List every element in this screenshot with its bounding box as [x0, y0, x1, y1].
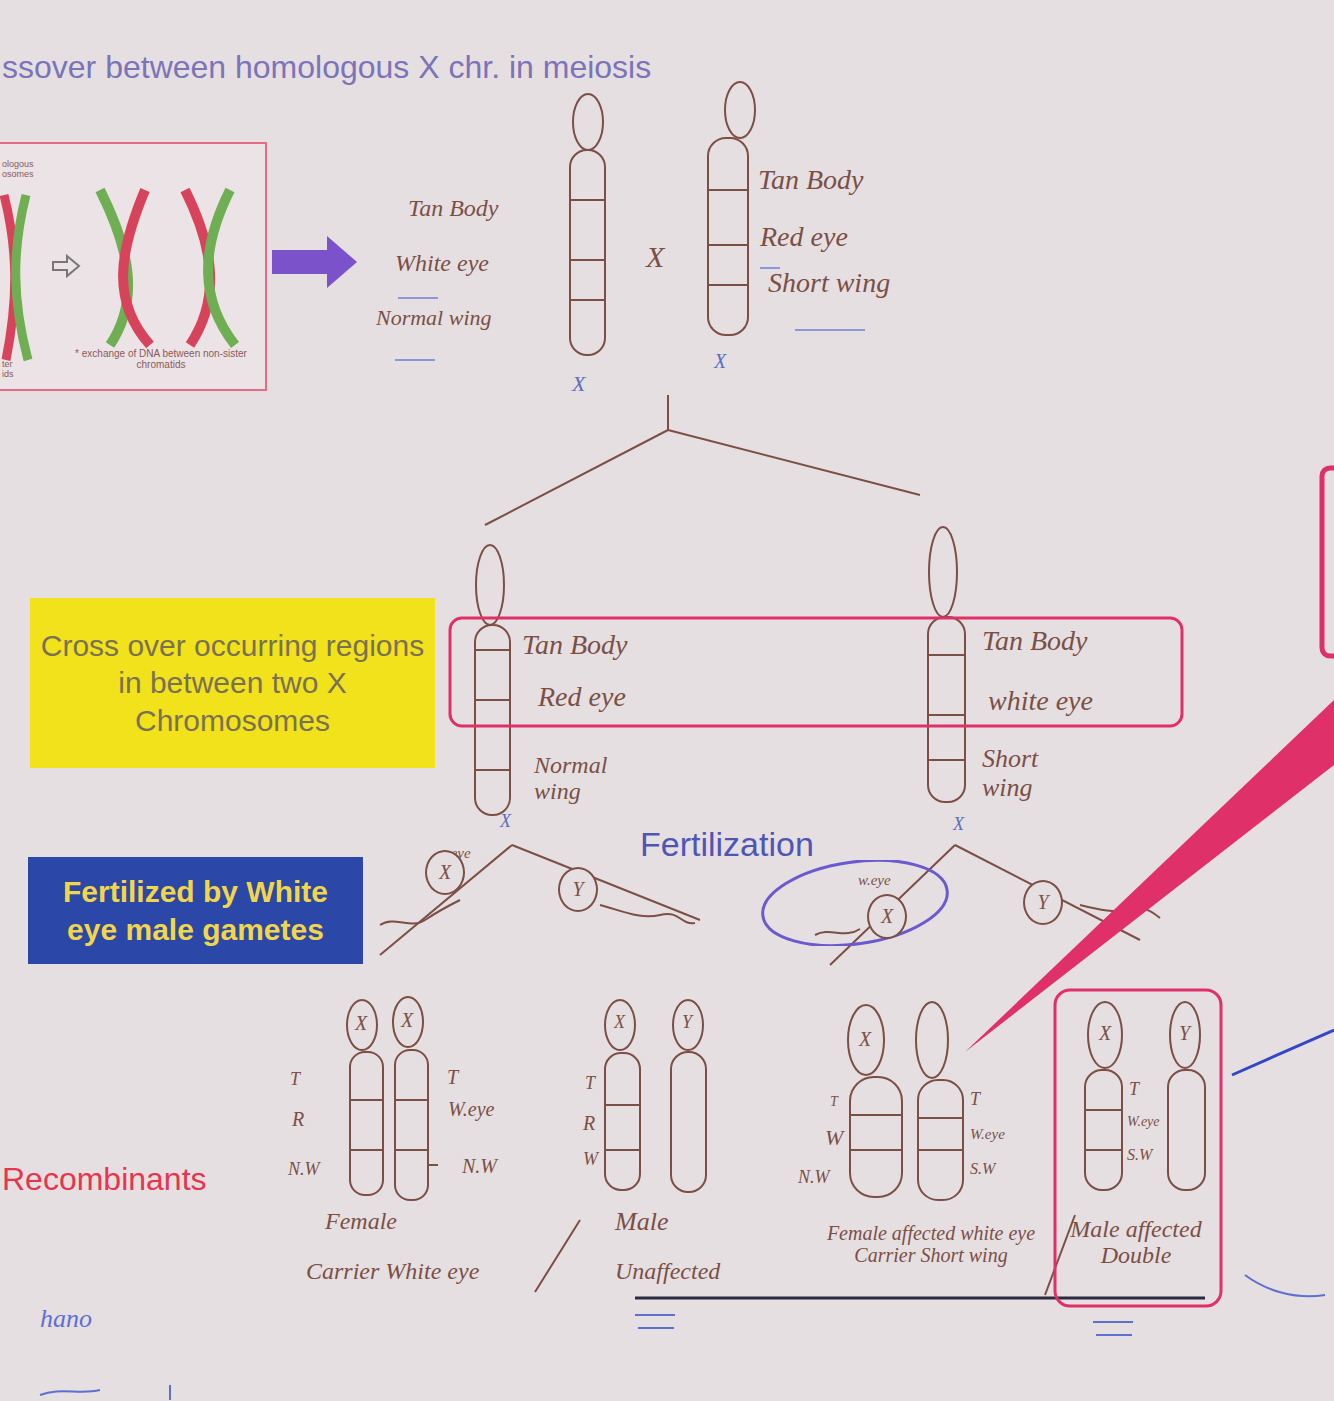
- label: Red eye: [538, 682, 626, 713]
- label: Short wing: [768, 268, 890, 299]
- note-box: Fertilized by White eye male gametes: [28, 857, 363, 964]
- label: Red eye: [760, 222, 848, 253]
- label: Fertilization: [640, 826, 814, 863]
- node-text: X: [881, 905, 893, 928]
- gamete-circle: Y: [558, 867, 598, 912]
- label: Short wing: [982, 745, 1082, 802]
- label: X: [953, 815, 964, 835]
- label: hano: [40, 1305, 92, 1334]
- node-text: Y: [1179, 1022, 1190, 1044]
- label: White eye: [395, 250, 489, 276]
- node-text: X: [1099, 1022, 1111, 1044]
- label: R: [583, 1112, 595, 1134]
- label: N.W: [462, 1155, 497, 1177]
- label: X: [355, 1012, 367, 1034]
- label: W: [583, 1150, 598, 1170]
- label: N.W: [798, 1168, 830, 1188]
- node-text: Cross over occurring regions in between …: [40, 627, 425, 740]
- label: X: [572, 372, 585, 396]
- label: W.eye: [448, 1098, 494, 1120]
- node-text: W.eye: [1127, 1114, 1160, 1129]
- outline: [760, 860, 950, 946]
- label: Male: [615, 1208, 668, 1237]
- label: Tan Body: [522, 630, 628, 661]
- label: X: [614, 1013, 625, 1033]
- label: T: [970, 1090, 980, 1110]
- label: ologous osomes: [2, 160, 47, 180]
- node-text: w.eye: [858, 872, 891, 889]
- label: X: [714, 350, 726, 372]
- label: Female: [325, 1208, 397, 1234]
- label: Female affected white eye Carrier Short …: [822, 1222, 1040, 1266]
- label: T: [585, 1074, 595, 1094]
- node-text: Fertilized by White eye male gametes: [38, 873, 353, 948]
- label: T: [830, 1094, 838, 1109]
- label: X: [859, 1028, 871, 1050]
- label: S.W: [970, 1160, 995, 1178]
- highlight-ellipse: w.eyeX: [760, 860, 950, 946]
- label: Carrier White eye: [306, 1258, 479, 1284]
- node-text: X: [439, 861, 451, 884]
- slide-title: ssover between homologous X chr. in meio…: [2, 50, 651, 85]
- label: ter ids: [2, 360, 24, 380]
- label: Tan Body: [408, 195, 498, 221]
- node-text: T: [1129, 1080, 1139, 1100]
- node-text: Y: [572, 878, 583, 901]
- gamete-circle: Y: [1023, 880, 1063, 925]
- label: Normal wing: [376, 306, 492, 330]
- label: R: [292, 1108, 304, 1130]
- label: X: [401, 1009, 413, 1031]
- label: Y: [682, 1013, 692, 1033]
- label: X: [646, 240, 664, 273]
- label: Tan Body: [758, 165, 864, 196]
- label: T: [290, 1070, 300, 1090]
- node-text: Male affected Double: [1061, 1216, 1211, 1269]
- label: T: [447, 1066, 458, 1088]
- gamete-circle: X: [425, 850, 465, 895]
- label: X: [500, 812, 511, 832]
- label: Tan Body: [982, 626, 1088, 657]
- note-box: Cross over occurring regions in between …: [30, 598, 435, 768]
- gamete-circle: X: [867, 894, 907, 939]
- node-text: Y: [1037, 891, 1048, 914]
- label: W.eye: [970, 1126, 1005, 1143]
- label: Recombinants: [2, 1162, 207, 1197]
- label: white eye: [988, 686, 1093, 717]
- highlight-box: X Y T W.eyeS.W Male affected Double: [1053, 988, 1223, 1308]
- node-text: S.W: [1127, 1146, 1152, 1164]
- label: Normal wing: [534, 752, 629, 805]
- label: N.W: [288, 1160, 320, 1180]
- label: W: [825, 1126, 843, 1150]
- label: Unaffected: [615, 1258, 720, 1284]
- label: * exchange of DNA between non-sister chr…: [72, 348, 250, 370]
